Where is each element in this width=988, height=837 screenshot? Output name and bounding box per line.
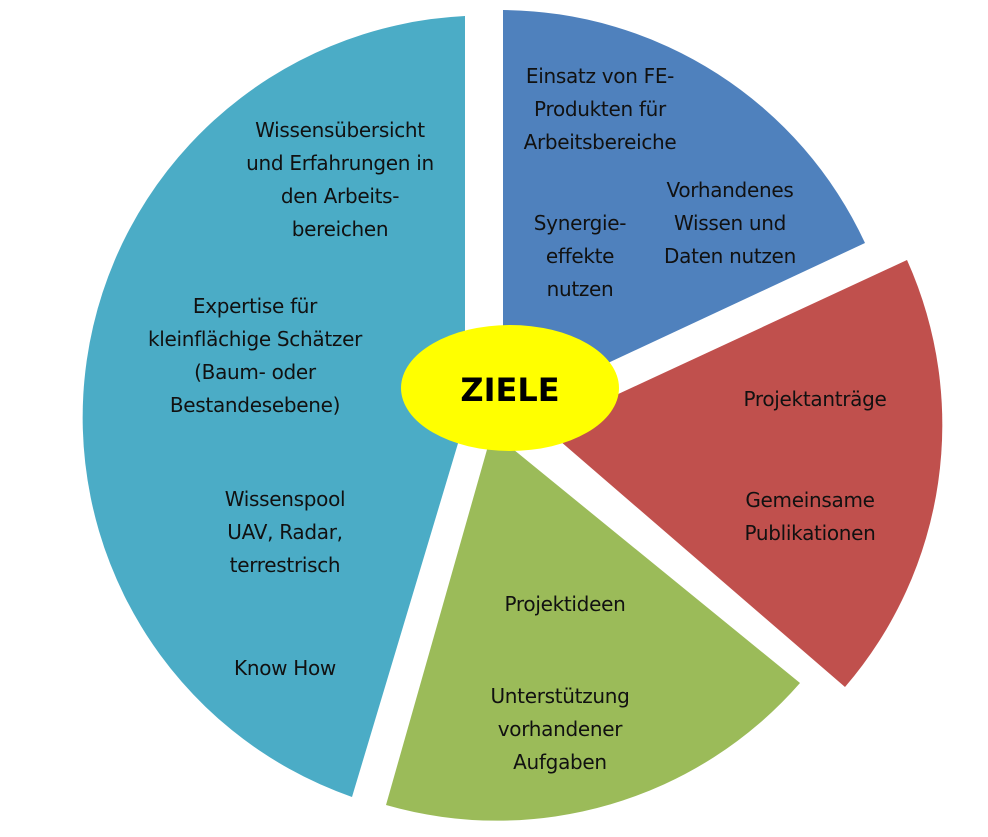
center-ellipse: [401, 325, 619, 451]
green-item-project-ideas: Projektideen: [504, 592, 626, 616]
segment-blue: [503, 10, 865, 412]
segment-green: [386, 432, 800, 821]
segment-red: [545, 260, 943, 687]
segment-teal: [82, 16, 465, 797]
blue-item-fe-products: Einsatz von FE- Produkten für Arbeitsber…: [523, 64, 677, 154]
red-item-joint-publications: Gemeinsame Publikationen: [744, 488, 876, 545]
teal-item-knowledge-pool: Wissenspool UAV, Radar, terrestrisch: [224, 487, 346, 577]
teal-item-know-how: Know How: [234, 656, 336, 680]
center-label: ZIELE: [460, 371, 560, 409]
green-item-support-tasks: Unterstützung vorhandener Aufgaben: [490, 684, 630, 774]
blue-item-synergy: Synergie- effekte nutzen: [533, 211, 627, 301]
blue-item-existing-knowledge: Vorhandenes Wissen und Daten nutzen: [664, 178, 796, 268]
red-item-project-proposals: Projektanträge: [743, 387, 887, 411]
teal-item-expertise: Expertise für kleinflächige Schätzer (Ba…: [147, 294, 362, 417]
teal-item-knowledge-overview: Wissensübersicht und Erfahrungen in den …: [246, 118, 434, 241]
